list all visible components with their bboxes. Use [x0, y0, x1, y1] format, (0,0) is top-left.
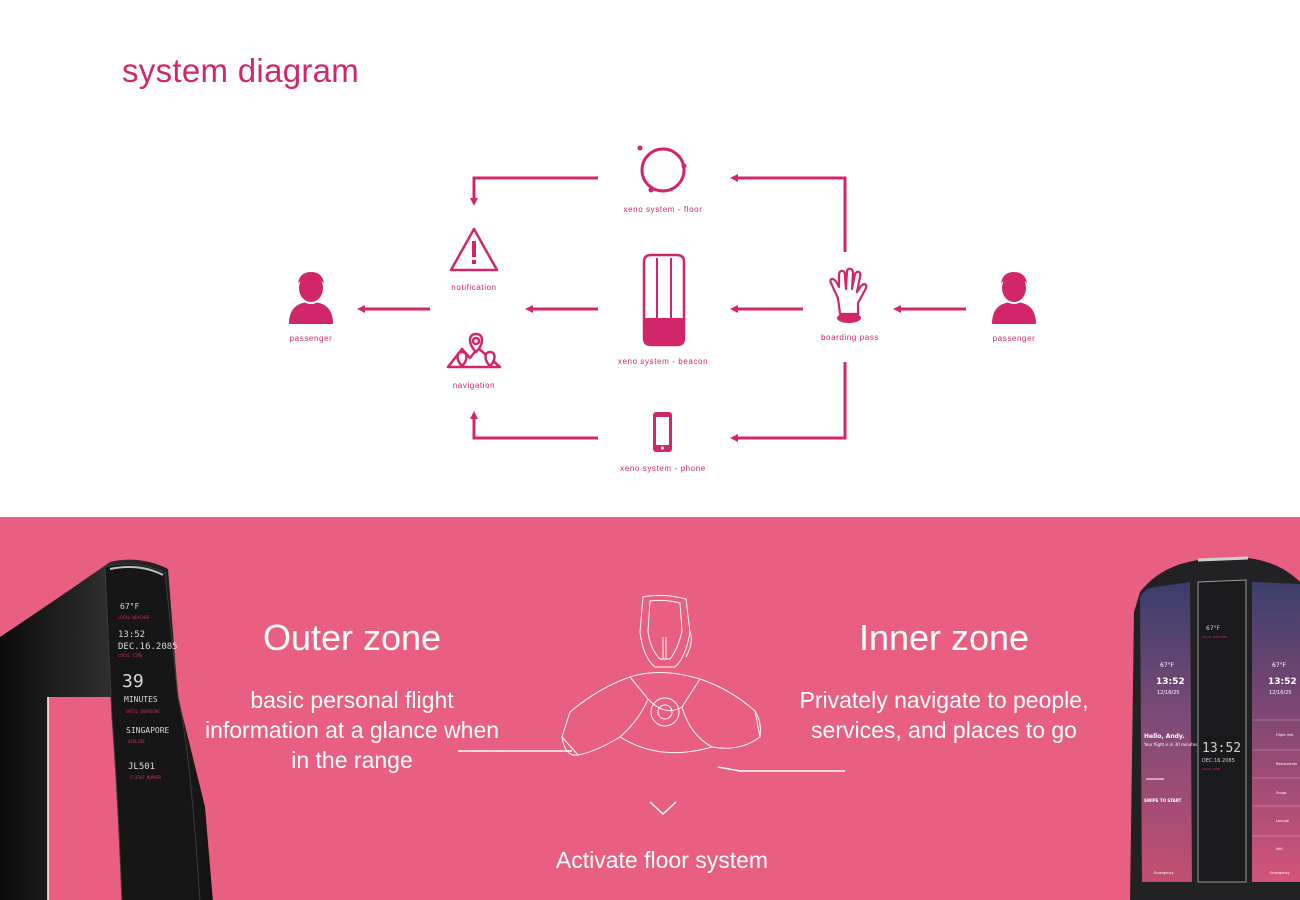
label-passenger-left: passenger [289, 334, 333, 343]
passenger-left-icon [289, 272, 333, 324]
right-greeting-sub: Your flight is in 30 minutes [1143, 742, 1197, 747]
right-emergency-left: Emergency [1154, 871, 1174, 875]
left-minutes-label: MINUTES [124, 695, 158, 704]
arrow-boarding-to-phone [730, 362, 847, 442]
left-weather: 67°F [120, 602, 139, 611]
right-center-caption: LOCAL WEATHER [1202, 635, 1227, 639]
right-greeting: Hello, Andy. [1144, 733, 1185, 740]
right-swipe: SWIPE TO START [1144, 798, 1182, 803]
inner-zone-description: Privately navigate to people, services, … [799, 687, 1089, 743]
hand-icon [829, 267, 868, 323]
right-time-left: 13:52 [1156, 677, 1185, 687]
arrow-floor-to-notification [470, 176, 598, 206]
phone-icon [653, 412, 672, 452]
left-time-caption: LOCAL TIME [118, 653, 143, 658]
label-navigation: navigation [452, 381, 496, 390]
outer-zone-description: basic personal flight information at a g… [204, 687, 500, 773]
left-weather-caption: LOCAL WEATHER [118, 615, 150, 620]
left-minutes: 39 [122, 671, 144, 692]
zones-section: 67°F LOCAL WEATHER 13:52 DEC.16.2085 LOC… [0, 517, 1300, 900]
label-passenger-right: passenger [992, 334, 1036, 343]
left-beacon-device: 67°F LOCAL WEATHER 13:52 DEC.16.2085 LOC… [0, 559, 213, 900]
right-date-right: 12/16/25 [1269, 690, 1291, 696]
warning-icon [449, 227, 499, 272]
system-diagram-section: system diagram [122, 52, 1036, 473]
right-menu-wifi: Wifi [1276, 847, 1283, 851]
right-menu-restaurants: Restaurants [1276, 762, 1297, 766]
right-temp-right: 67°F [1272, 662, 1287, 669]
left-date: DEC.16.2085 [118, 642, 178, 652]
label-floor: xeno system - floor [623, 205, 703, 214]
right-date-center: DEC.16.2085 [1202, 758, 1235, 764]
right-temp-left: 67°F [1160, 662, 1175, 669]
passenger-right-icon [992, 272, 1036, 324]
chevron-down-icon[interactable] [648, 799, 678, 817]
activate-floor-system-link[interactable]: Activate floor system [555, 847, 769, 873]
floor-system-wireframe [458, 594, 845, 772]
label-phone: xeno system - phone [620, 464, 706, 473]
right-center-time-caption: LOCAL TIME [1202, 767, 1220, 771]
page-title: system diagram [122, 52, 360, 89]
outer-zone-title: Outer zone [262, 617, 442, 658]
arrow-boarding-to-floor [730, 174, 847, 252]
label-boarding-pass: boarding pass [820, 333, 880, 342]
left-destination: SINGAPORE [126, 726, 170, 735]
right-emergency-right: Emergency [1270, 871, 1290, 875]
right-date-left: 12/16/25 [1157, 690, 1179, 696]
arrow-phone-to-navigation [470, 411, 598, 440]
right-menu-flight-info: Flight info [1276, 733, 1293, 737]
left-airline: AIRLINE [128, 739, 145, 744]
map-pin-icon [446, 332, 502, 369]
left-boarding-caption: UNTIL BOARDING [126, 709, 160, 714]
right-beacon-device: 67°F 13:52 12/16/25 Hello, Andy. Your fl… [1130, 556, 1300, 900]
floor-icon [637, 145, 687, 193]
system-diagram [289, 145, 1036, 452]
right-temp-center: 67°F [1206, 625, 1221, 632]
label-beacon: xeno system - beacon [617, 357, 709, 366]
left-flight: JL501 [128, 762, 155, 772]
label-notification: notification [451, 283, 497, 292]
right-time-center: 13:52 [1202, 741, 1241, 756]
left-flight-caption: FLIGHT NUMBER [130, 775, 162, 780]
beacon-icon [642, 253, 686, 347]
right-time-right: 13:52 [1268, 677, 1297, 687]
left-time: 13:52 [118, 630, 145, 640]
right-menu-shops: Shops [1276, 791, 1287, 795]
right-menu-lounge: Lounge [1276, 819, 1289, 823]
inner-zone-title: Inner zone [858, 617, 1030, 658]
